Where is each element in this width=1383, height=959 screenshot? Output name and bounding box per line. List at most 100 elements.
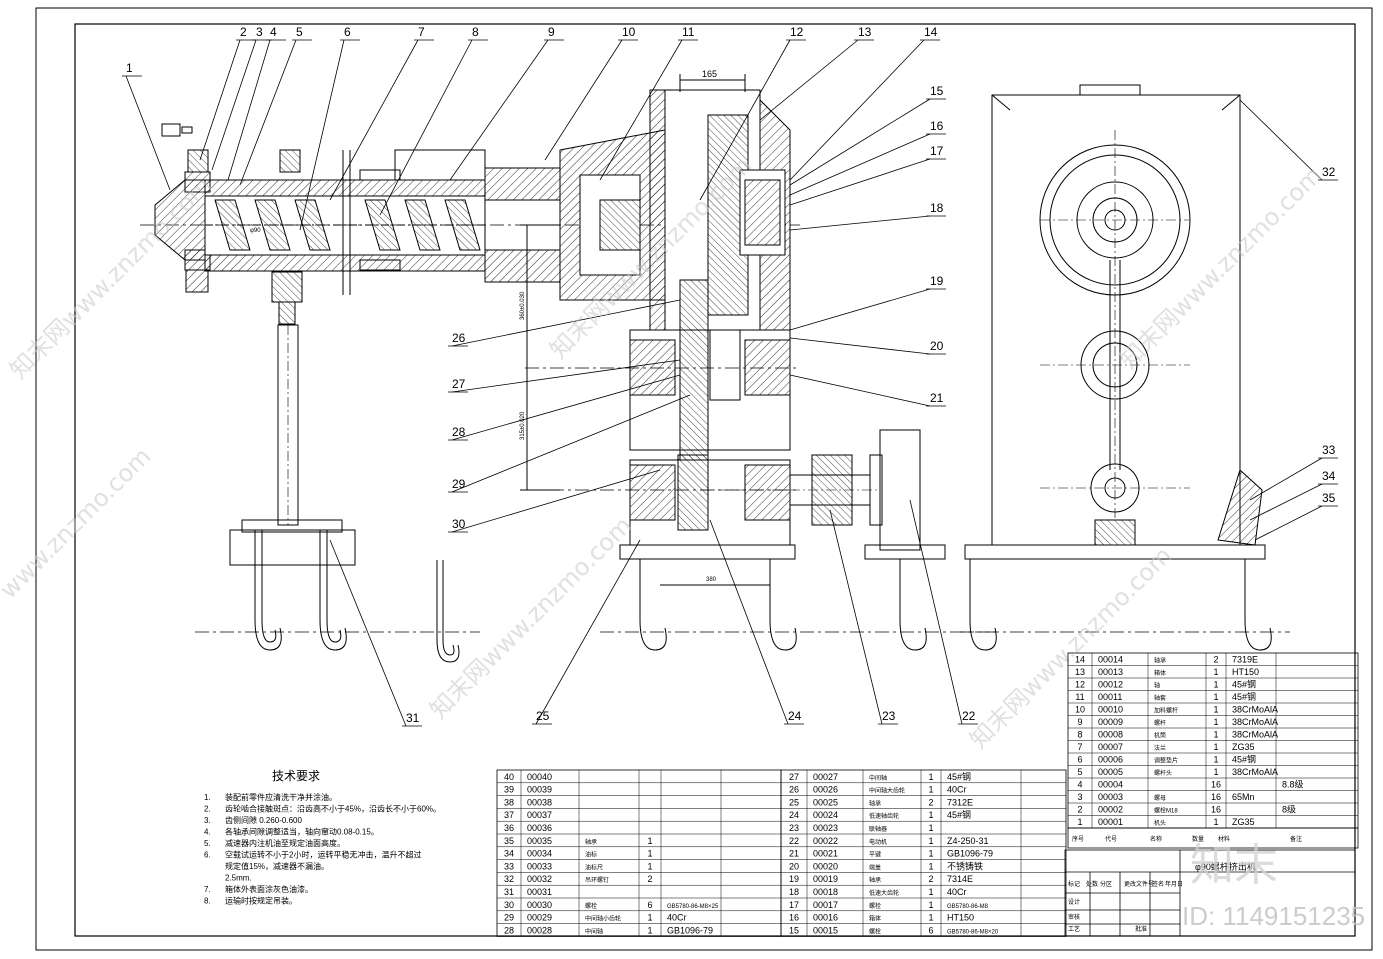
side-view bbox=[960, 84, 1290, 651]
callout-leader bbox=[379, 39, 473, 216]
callout-leader bbox=[329, 539, 407, 727]
table-header-cell: 名称 bbox=[1150, 835, 1162, 843]
table-cell: 00009 bbox=[1098, 717, 1123, 727]
table-cell: 加料螺杆 bbox=[1154, 707, 1178, 715]
callout-leader bbox=[199, 39, 241, 161]
table-cell: 15 bbox=[789, 925, 799, 935]
tb-row: 处数 bbox=[1086, 880, 1098, 888]
table-cell: ZG35 bbox=[1232, 742, 1255, 752]
table-cell: 00024 bbox=[813, 810, 838, 820]
table-cell: 1 bbox=[928, 836, 933, 846]
table-cell: 8 bbox=[1077, 730, 1082, 740]
table-cell: 30 bbox=[504, 900, 514, 910]
tech-item-number: 2. bbox=[204, 805, 211, 814]
tech-item-text: 空载试运转不小于2小时，运转平稳无冲击，温升不超过 bbox=[225, 850, 421, 860]
callout-number: 13 bbox=[858, 25, 872, 39]
table-header-cell: 备注 bbox=[1290, 835, 1302, 843]
table-cell: 00006 bbox=[1098, 755, 1123, 765]
callout-leader bbox=[789, 158, 931, 206]
table-cell: 1 bbox=[1077, 817, 1082, 827]
table-cell: 7314E bbox=[947, 874, 973, 884]
table-cell: 37 bbox=[504, 810, 514, 820]
callout-number: 11 bbox=[682, 25, 695, 39]
tech-item-number: 6. bbox=[204, 851, 211, 860]
tech-item-text: 减速器内注机油至规定油面高度。 bbox=[225, 838, 345, 848]
table-cell: 1 bbox=[928, 785, 933, 795]
table-cell: 00022 bbox=[813, 836, 838, 846]
table-cell: 00029 bbox=[527, 913, 552, 923]
tech-item-text: 运输时按规定吊装。 bbox=[225, 896, 297, 906]
table-cell: 7312E bbox=[947, 797, 973, 807]
table-cell: 00010 bbox=[1098, 705, 1123, 715]
table-cell: 00017 bbox=[813, 900, 838, 910]
callout-number: 1 bbox=[126, 61, 133, 75]
callout-leader bbox=[599, 39, 683, 181]
callout-number: 19 bbox=[930, 274, 944, 288]
table-cell: 27 bbox=[789, 772, 799, 782]
table-cell: 00025 bbox=[813, 797, 838, 807]
table-cell: 1 bbox=[1213, 667, 1218, 677]
table-cell: 00023 bbox=[813, 823, 838, 833]
table-cell: 18 bbox=[789, 887, 799, 897]
callout-number: 24 bbox=[788, 709, 802, 723]
table-cell: 螺母 bbox=[1154, 794, 1166, 802]
table-cell: 中间轴小齿轮 bbox=[585, 915, 621, 923]
callout-leader bbox=[451, 299, 681, 347]
table-cell: 00008 bbox=[1098, 730, 1123, 740]
callout-leader bbox=[451, 394, 691, 493]
table-cell: 电动机 bbox=[869, 838, 887, 846]
table-cell: 油标 bbox=[585, 851, 597, 859]
tech-item-number: 3. bbox=[204, 816, 211, 825]
table-cell: GB1096-79 bbox=[667, 925, 713, 935]
callout-number: 23 bbox=[882, 709, 896, 723]
table-cell: 00026 bbox=[813, 785, 838, 795]
table-cell: 1 bbox=[1213, 742, 1218, 752]
table-cell: 2 bbox=[647, 874, 652, 884]
table-cell: 16 bbox=[1211, 805, 1221, 815]
watermark: 知末网www.znzmo.com bbox=[964, 541, 1177, 754]
tech-item-number: 8. bbox=[204, 897, 211, 906]
table-cell: 20 bbox=[789, 861, 799, 871]
tech-item-text: 齿侧间隙 0.260-0.600 bbox=[225, 815, 302, 825]
table-cell: 00018 bbox=[813, 887, 838, 897]
table-cell: 38CrMoAlA bbox=[1232, 717, 1278, 727]
table-cell: 1 bbox=[928, 772, 933, 782]
table-cell: 00027 bbox=[813, 772, 838, 782]
gearbox-section bbox=[520, 74, 1000, 651]
table-cell: 1 bbox=[647, 861, 652, 871]
table-cell: 1 bbox=[647, 849, 652, 859]
table-cell: 1 bbox=[928, 900, 933, 910]
table-cell: 6 bbox=[1077, 755, 1082, 765]
callout-leader bbox=[125, 75, 171, 191]
table-cell: 轴承 bbox=[869, 876, 881, 884]
table-cell: 00020 bbox=[813, 861, 838, 871]
table-cell: 45#钢 bbox=[1232, 679, 1256, 690]
callout-number: 25 bbox=[536, 709, 550, 723]
tech-item-text: 各轴承间隙调整适当，轴向窜动0.08-0.15。 bbox=[225, 827, 379, 837]
table-cell: ZG35 bbox=[1232, 817, 1255, 827]
tech-item-text: 规定值15%，减速器不漏油。 bbox=[225, 861, 329, 871]
table-cell: 螺栓 bbox=[869, 927, 881, 935]
table-cell: 00013 bbox=[1098, 667, 1123, 677]
callout-number: 7 bbox=[418, 25, 425, 39]
table-cell: 1 bbox=[1213, 817, 1218, 827]
table-cell: 轴套 bbox=[1154, 694, 1166, 702]
callout-number: 28 bbox=[452, 425, 466, 439]
tb-role: 审核 bbox=[1068, 913, 1080, 921]
table-cell: 中间轴 bbox=[869, 774, 887, 782]
table-cell: 00015 bbox=[813, 925, 838, 935]
table-cell: 12 bbox=[1075, 680, 1085, 690]
table-cell: 8级 bbox=[1282, 804, 1296, 815]
callout-number: 16 bbox=[930, 119, 944, 133]
table-cell: 16 bbox=[1211, 792, 1221, 802]
dim-base-width: 380 bbox=[706, 577, 717, 583]
callout-number: 14 bbox=[924, 25, 938, 39]
table-cell: 38CrMoAlA bbox=[1232, 767, 1278, 777]
brand-logo: 知末 bbox=[1190, 840, 1278, 891]
table-cell: 00021 bbox=[813, 849, 838, 859]
callout-leader bbox=[789, 98, 931, 186]
tech-item-text: 2.5mm. bbox=[225, 874, 252, 883]
table-cell: 箱体 bbox=[1154, 669, 1166, 677]
table-cell: 14 bbox=[1075, 655, 1085, 665]
